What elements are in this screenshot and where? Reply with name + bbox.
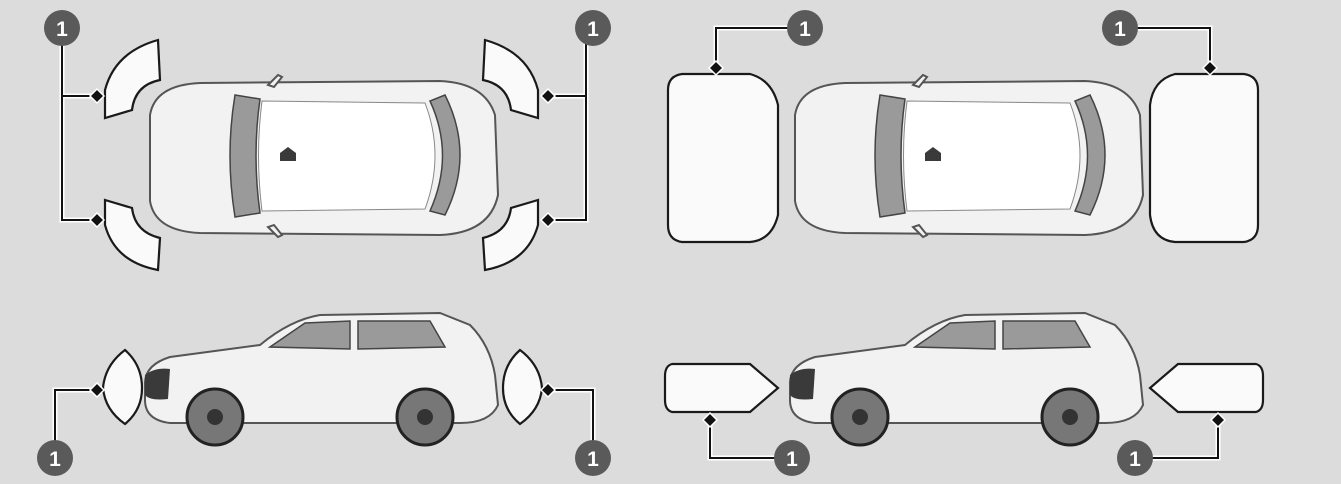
- car-top-view: [794, 74, 1144, 238]
- svg-text:1: 1: [587, 18, 599, 41]
- leader-line: [61, 28, 587, 221]
- car-top-view: [149, 74, 499, 238]
- callout-badge: 1: [37, 440, 73, 476]
- sensor-zone-rear-right-top: [481, 38, 540, 120]
- car-side-view: [143, 311, 500, 447]
- svg-text:1: 1: [56, 18, 68, 41]
- callout-badge: 1: [1102, 10, 1138, 46]
- svg-text:1: 1: [786, 448, 798, 471]
- svg-text:1: 1: [1114, 18, 1126, 41]
- sensor-zone-front-left-top: [103, 38, 162, 120]
- svg-text:1: 1: [49, 448, 61, 471]
- callout-badge: 1: [1117, 440, 1153, 476]
- callout-badge: 1: [787, 10, 823, 46]
- sensor-zone-rear: [1148, 72, 1260, 244]
- sensor-zone-front-corner: [101, 348, 144, 426]
- sensor-zone-front: [663, 362, 780, 414]
- side-view-corner-sensors: 1 1: [37, 311, 611, 476]
- sensor-zone-rear: [1148, 362, 1265, 414]
- sensor-zone-front-left-bottom: [103, 198, 162, 272]
- sensor-zone-front: [666, 72, 780, 244]
- car-side-view: [788, 311, 1145, 447]
- leader-line: [709, 420, 1219, 459]
- callout-badge: 1: [44, 10, 80, 46]
- side-view-front-rear-sensors: 1 1: [663, 311, 1265, 476]
- top-view-corner-sensors: 1 1: [44, 10, 611, 272]
- leader-line: [54, 389, 594, 458]
- svg-text:1: 1: [587, 448, 599, 471]
- callout-badge: 1: [575, 440, 611, 476]
- callout-badge: 1: [575, 10, 611, 46]
- sensor-zone-rear-right-bottom: [481, 198, 540, 272]
- leader-line: [715, 27, 1211, 68]
- svg-text:1: 1: [799, 18, 811, 41]
- top-view-front-rear-sensors: 1 1: [666, 10, 1260, 244]
- callout-badge: 1: [774, 440, 810, 476]
- sensor-zone-rear-corner: [501, 348, 544, 426]
- svg-text:1: 1: [1129, 448, 1141, 471]
